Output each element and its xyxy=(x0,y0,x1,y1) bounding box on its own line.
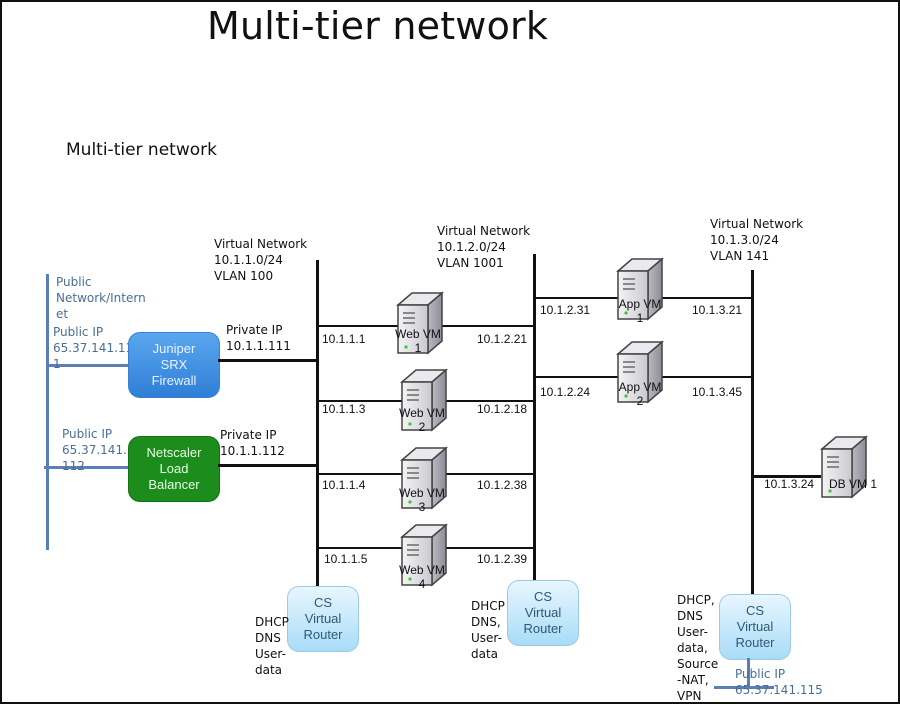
router-3-public-stem xyxy=(747,658,750,688)
cs-virtual-router-1[interactable]: CS Virtual Router xyxy=(287,586,359,652)
network-bus-vlan-1001 xyxy=(533,254,536,580)
app-vm-2[interactable]: App VM 2 xyxy=(614,340,666,408)
web-vm-2-ip-left: 10.1.1.3 xyxy=(322,402,366,416)
app-vm-2-ip-right: 10.1.3.45 xyxy=(692,385,743,399)
db-vm-1-ip: 10.1.3.24 xyxy=(764,477,815,491)
web-vm-3-ip-left: 10.1.1.4 xyxy=(322,478,366,492)
network-label-vlan-100: Virtual Network 10.1.1.0/24 VLAN 100 xyxy=(214,237,308,283)
app-vm-2-label: App VM 2 xyxy=(618,380,662,408)
db-vm-1-link xyxy=(753,475,821,478)
firewall-public-link xyxy=(46,364,130,367)
router-3-public-link xyxy=(714,686,774,689)
web-vm-1-ip-right: 10.1.2.21 xyxy=(477,332,528,346)
server-icon xyxy=(614,257,666,321)
page-title: Multi-tier network xyxy=(207,4,549,48)
router-3-services: DHCP, DNS User- data, Source -NAT, VPN xyxy=(677,593,719,703)
lb-public-link xyxy=(44,466,130,469)
cs-virtual-router-3[interactable]: CS Virtual Router xyxy=(719,594,791,660)
web-vm-4-ip-left: 10.1.1.5 xyxy=(324,552,368,566)
network-label-vlan-141: Virtual Network 10.1.3.0/24 VLAN 141 xyxy=(710,217,804,263)
web-vm-1[interactable]: Web VM 1 xyxy=(394,291,446,355)
web-vm-3[interactable]: Web VM 3 xyxy=(398,446,450,514)
lb-private-ip: Private IP 10.1.1.112 xyxy=(220,428,285,458)
juniper-srx-firewall[interactable]: Juniper SRX Firewall xyxy=(128,332,220,398)
web-vm-4-ip-right: 10.1.2.39 xyxy=(477,552,528,566)
web-vm-2-ip-right: 10.1.2.18 xyxy=(477,402,528,416)
db-vm-1-label: DB VM 1 xyxy=(828,477,877,491)
router-3-public-ip: Public IP 65.37.141.115 xyxy=(735,667,823,697)
app-vm-1-ip-left: 10.1.2.31 xyxy=(540,303,591,317)
cs-virtual-router-2[interactable]: CS Virtual Router xyxy=(507,580,579,646)
server-icon xyxy=(394,291,446,355)
web-vm-4[interactable]: Web VM 4 xyxy=(398,523,450,591)
diagram-subtitle: Multi-tier network xyxy=(66,140,217,160)
firewall-private-ip: Private IP 10.1.1.111 xyxy=(226,323,291,353)
lb-private-link xyxy=(218,464,318,467)
network-bus-vlan-100 xyxy=(316,260,319,586)
app-vm-2-ip-left: 10.1.2.24 xyxy=(540,385,591,399)
server-icon xyxy=(398,523,450,587)
router-3-stem xyxy=(751,582,754,596)
router-1-services: DHCP DNS User- data xyxy=(255,615,289,677)
web-vm-3-ip-right: 10.1.2.38 xyxy=(477,478,528,492)
web-vm-4-label: Web VM 4 xyxy=(399,563,445,591)
netscaler-load-balancer[interactable]: Netscaler Load Balancer xyxy=(128,436,220,502)
router-2-stem xyxy=(533,568,536,582)
web-vm-2[interactable]: Web VM 2 xyxy=(398,368,450,434)
network-label-vlan-1001: Virtual Network 10.1.2.0/24 VLAN 1001 xyxy=(437,224,531,270)
app-vm-1-label: App VM 1 xyxy=(618,297,662,325)
lb-public-ip: Public IP 65.37.141. 112 xyxy=(62,427,127,473)
server-icon xyxy=(398,446,450,510)
router-2-services: DHCP DNS, User- data xyxy=(471,599,505,661)
server-icon xyxy=(614,340,666,404)
web-vm-1-label: Web VM 1 xyxy=(395,327,441,355)
firewall-public-ip: Public IP 65.37.141.11 1 xyxy=(53,325,134,371)
db-vm-1[interactable]: DB VM 1 xyxy=(818,435,877,499)
firewall-private-link xyxy=(218,359,318,362)
web-vm-2-label: Web VM 2 xyxy=(399,406,445,434)
public-network-label: Public Network/Intern et xyxy=(56,275,146,321)
router-1-stem xyxy=(316,574,319,588)
app-vm-1[interactable]: App VM 1 xyxy=(614,257,666,325)
web-vm-1-ip-left: 10.1.1.1 xyxy=(322,332,366,346)
network-bus-vlan-141 xyxy=(751,270,754,594)
server-icon xyxy=(818,435,870,499)
server-icon xyxy=(398,368,450,432)
app-vm-1-ip-right: 10.1.3.21 xyxy=(692,303,743,317)
public-network-line xyxy=(46,274,49,550)
web-vm-3-label: Web VM 3 xyxy=(399,486,445,514)
